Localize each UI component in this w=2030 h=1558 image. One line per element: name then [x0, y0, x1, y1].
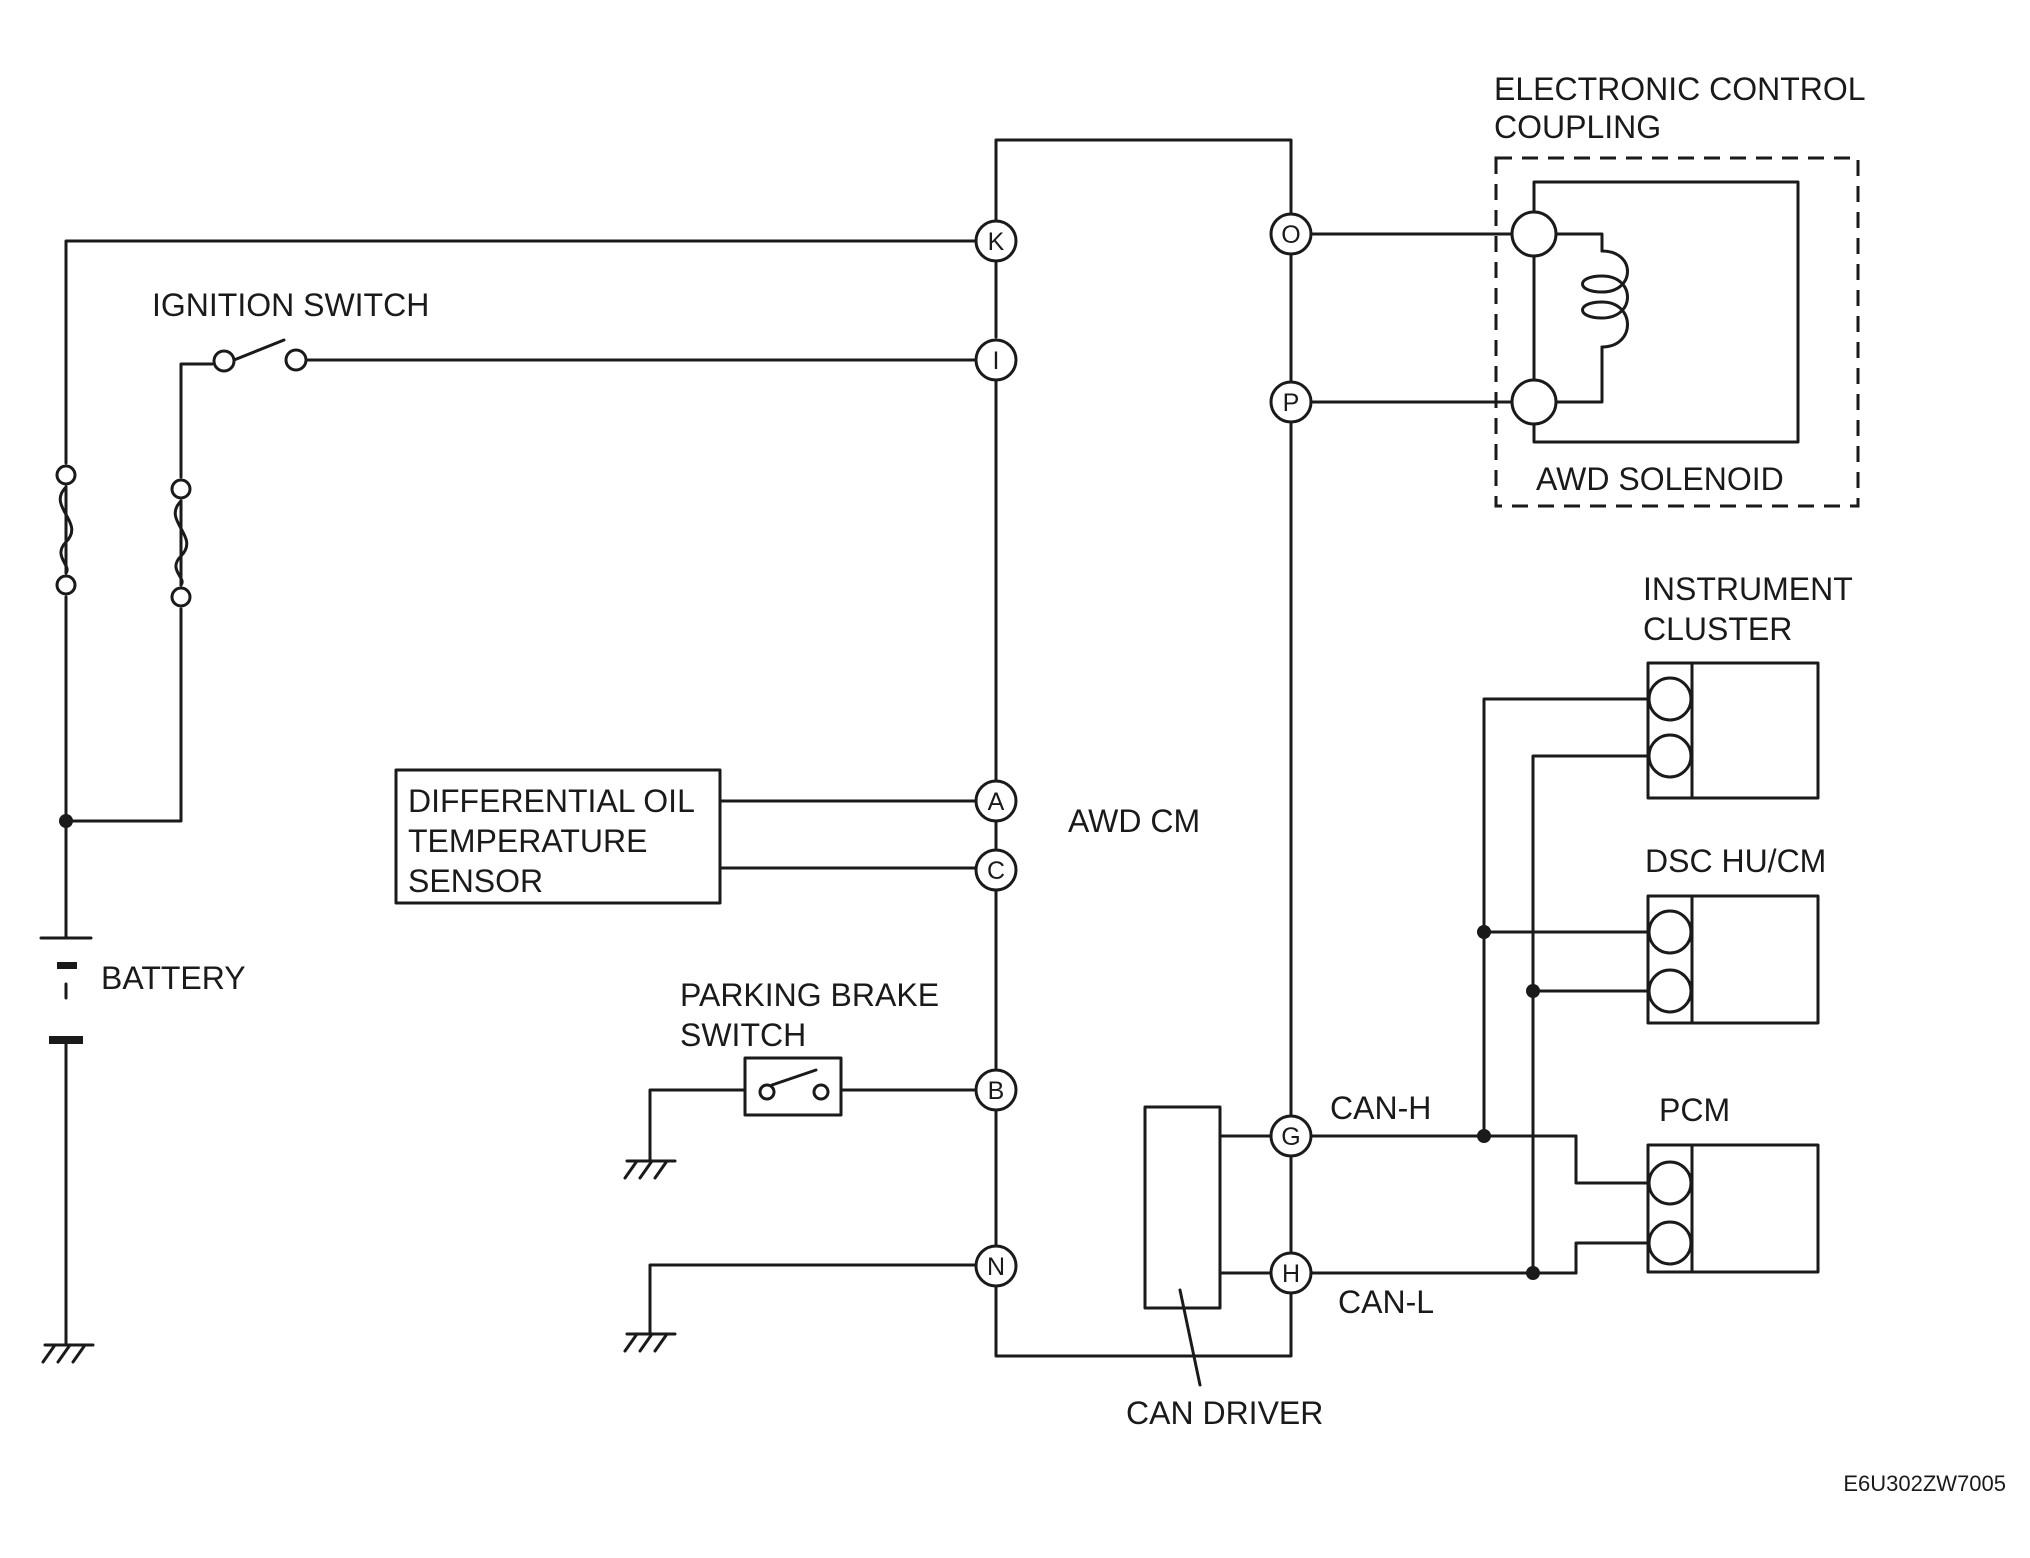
junction-dot-battery	[59, 814, 73, 828]
electronic-control-coupling-label-line1: ELECTRONIC CONTROL	[1494, 71, 1866, 107]
terminal-g: G	[1269, 1114, 1313, 1158]
awd-solenoid-label: AWD SOLENOID	[1536, 461, 1784, 497]
can-driver-block	[1143, 1105, 1222, 1310]
parking-brake-switch-symbol	[743, 1056, 843, 1117]
ignition-switch-contacts	[212, 348, 308, 373]
solenoid-coil-symbol	[1581, 249, 1629, 349]
svg-text:B: B	[988, 1077, 1005, 1105]
terminal-p: P	[1269, 380, 1313, 424]
can-driver-label: CAN DRIVER	[1126, 1395, 1323, 1431]
parking-brake-switch-label-line2: SWITCH	[680, 1017, 806, 1053]
electronic-control-coupling-label-line2: COUPLING	[1494, 109, 1661, 145]
battery-symbol	[39, 936, 93, 1044]
svg-text:G: G	[1281, 1123, 1300, 1151]
awd-solenoid-box	[1532, 180, 1800, 444]
diff-oil-temp-sensor-label-line3: SENSOR	[408, 863, 543, 899]
awd-cm-wiring	[994, 138, 1293, 1358]
terminal-c: C	[974, 848, 1018, 892]
pcm-module	[1646, 1143, 1820, 1274]
solenoid-terminals	[1510, 210, 1558, 426]
can-l-label: CAN-L	[1338, 1284, 1434, 1320]
instrument-cluster-label-line1: INSTRUMENT	[1643, 571, 1853, 607]
pcm-label: PCM	[1659, 1092, 1730, 1128]
terminal-n: N	[974, 1244, 1018, 1288]
power-supply-wiring	[58, 239, 979, 1347]
can-bus-wiring	[1308, 697, 1653, 1275]
diff-oil-temp-sensor-box	[394, 768, 722, 905]
svg-text:H: H	[1282, 1260, 1300, 1288]
parking-brake-ground-symbol	[623, 1159, 677, 1180]
dsc-hu-cm-label: DSC HU/CM	[1645, 843, 1826, 879]
terminal-i: I	[974, 338, 1018, 382]
terminal-o: O	[1269, 212, 1313, 256]
can-driver-wiring	[1178, 1134, 1273, 1387]
awd-cm-label: AWD CM	[1068, 803, 1200, 839]
svg-text:A: A	[988, 788, 1005, 816]
terminal-n-ground-wiring	[623, 1263, 979, 1353]
fuse-terminals	[55, 464, 192, 608]
parking-brake-wiring	[648, 1088, 979, 1163]
svg-text:O: O	[1281, 221, 1300, 249]
ignition-switch-label: IGNITION SWITCH	[152, 287, 429, 323]
diff-oil-temp-sensor-label-line1: DIFFERENTIAL OIL	[408, 783, 695, 819]
dsc-hu-cm-module	[1646, 894, 1820, 1025]
solenoid-wiring	[1307, 232, 1604, 404]
terminal-k: K	[974, 219, 1018, 263]
terminal-h: H	[1269, 1251, 1313, 1295]
svg-text:N: N	[987, 1253, 1005, 1281]
can-h-label: CAN-H	[1330, 1090, 1431, 1126]
diff-oil-temp-sensor-label-line2: TEMPERATURE	[408, 823, 647, 859]
sensor-wiring	[718, 799, 979, 870]
svg-text:K: K	[988, 228, 1005, 256]
electronic-control-coupling-outline	[1494, 156, 1860, 508]
svg-text:C: C	[987, 857, 1005, 885]
battery-label: BATTERY	[101, 960, 246, 996]
svg-text:P: P	[1283, 389, 1300, 417]
parking-brake-switch-label-line1: PARKING BRAKE	[680, 977, 939, 1013]
instrument-cluster-label-line2: CLUSTER	[1643, 611, 1792, 647]
battery-ground-symbol	[41, 1343, 95, 1364]
terminal-b: B	[974, 1068, 1018, 1112]
figure-code-label: E6U302ZW7005	[1843, 1471, 2006, 1496]
can-junction-dots	[1477, 925, 1540, 1280]
svg-text:I: I	[993, 347, 1000, 375]
terminal-a: A	[974, 779, 1018, 823]
instrument-cluster-module	[1646, 661, 1820, 800]
